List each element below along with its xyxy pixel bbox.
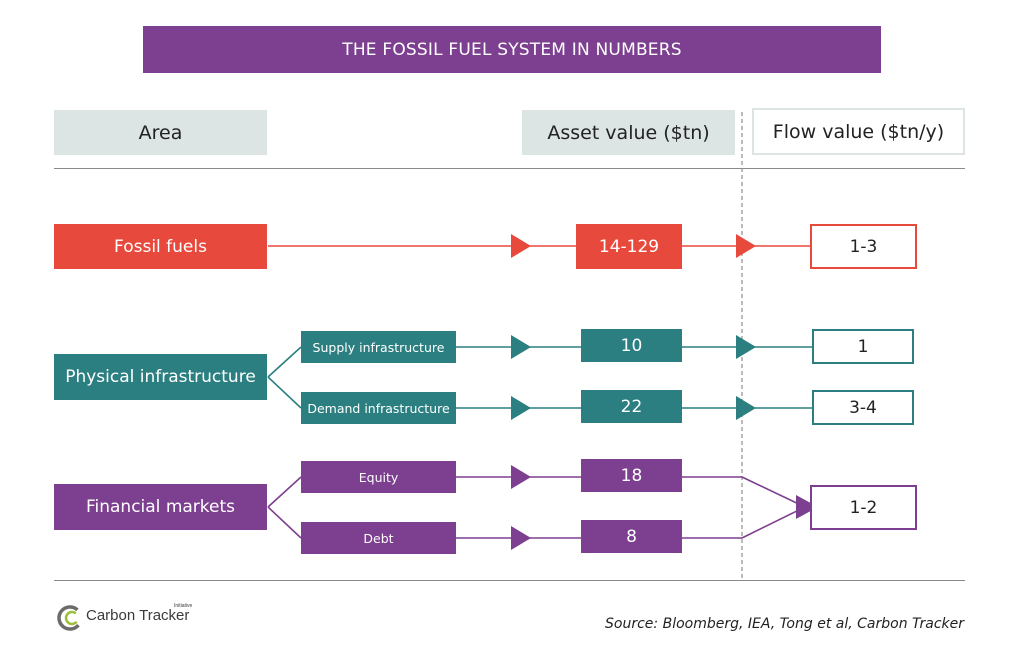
asset-demand-infrastructure: 22 xyxy=(581,390,682,423)
equity-box: Equity xyxy=(301,461,456,493)
asset-fossil-fuels: 14-129 xyxy=(576,224,682,269)
supply-infrastructure-box: Supply infrastructure xyxy=(301,331,456,363)
supply-arrow-1 xyxy=(511,335,531,359)
area-fossil-fuels: Fossil fuels xyxy=(54,224,267,269)
supply-arrow-2 xyxy=(736,335,756,359)
debt-box: Debt xyxy=(301,522,456,554)
physical-connector xyxy=(267,335,812,420)
demand-arrow-2 xyxy=(736,396,756,420)
financial-connector xyxy=(267,465,818,550)
header-area: Area xyxy=(54,110,267,155)
equity-arrow xyxy=(511,465,531,489)
bottom-divider xyxy=(54,580,965,581)
financial-merge-arrow xyxy=(796,495,818,519)
logo-superscript: Initiative xyxy=(174,603,193,609)
source-note: Source: Bloomberg, IEA, Tong et al, Carb… xyxy=(605,616,964,632)
area-financial-markets: Financial markets xyxy=(54,484,267,530)
flow-financial-markets: 1-2 xyxy=(810,485,917,530)
page-title: THE FOSSIL FUEL SYSTEM IN NUMBERS xyxy=(143,26,881,73)
asset-equity: 18 xyxy=(581,459,682,492)
fossil-connector xyxy=(268,234,810,258)
area-physical-infrastructure: Physical infrastructure xyxy=(54,354,267,400)
flow-fossil-fuels: 1-3 xyxy=(810,224,917,269)
header-asset-value: Asset value ($tn) xyxy=(522,110,735,155)
header-flow-value: Flow value ($tn/y) xyxy=(752,108,965,155)
carbon-tracker-logo: Carbon Tracker Initiative xyxy=(56,603,196,633)
carbon-tracker-logo-icon xyxy=(57,605,83,631)
top-divider xyxy=(54,168,965,169)
logo-wordmark: Carbon Tracker xyxy=(86,607,190,624)
flow-demand-infrastructure: 3-4 xyxy=(812,390,914,425)
fossil-arrow-1 xyxy=(511,234,531,258)
demand-arrow-1 xyxy=(511,396,531,420)
fossil-arrow-2 xyxy=(736,234,756,258)
asset-debt: 8 xyxy=(581,520,682,553)
asset-supply-infrastructure: 10 xyxy=(581,329,682,362)
flow-supply-infrastructure: 1 xyxy=(812,329,914,364)
debt-arrow xyxy=(511,526,531,550)
demand-infrastructure-box: Demand infrastructure xyxy=(301,392,456,424)
